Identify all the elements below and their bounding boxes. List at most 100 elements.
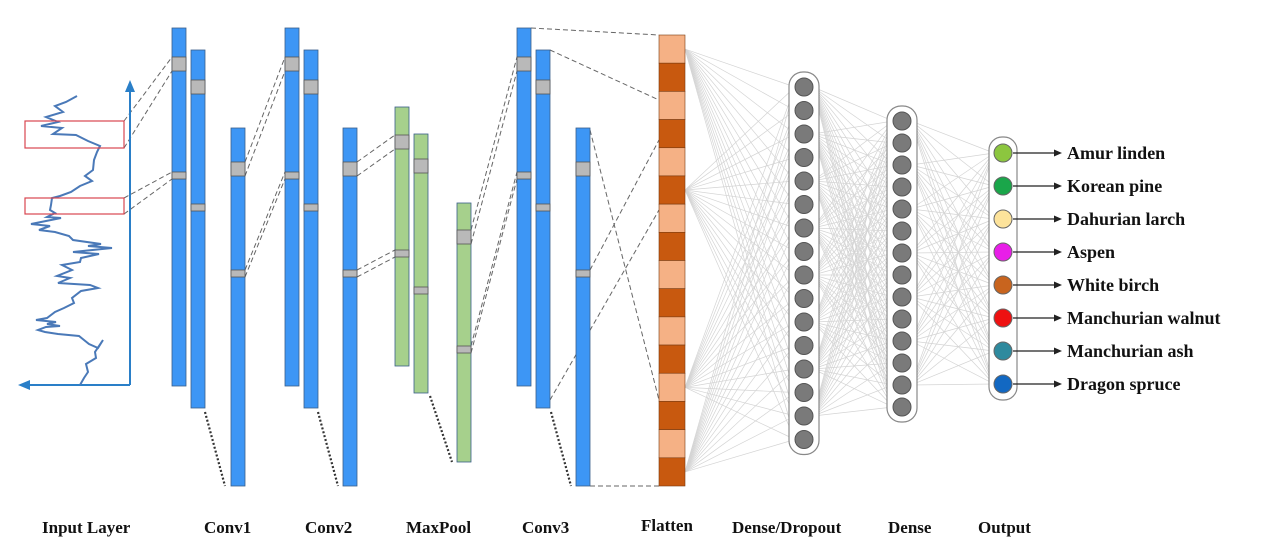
- kernel-patch: [456, 345, 472, 354]
- flatten-layer: [658, 34, 686, 487]
- kernel-patch: [535, 203, 551, 212]
- connection-line: [812, 86, 894, 122]
- dashed-connector: [316, 411, 340, 487]
- dense-dropout-neuron: [794, 77, 814, 97]
- input-signal-curve: [30, 95, 113, 386]
- output-class: Manchurian ash: [993, 341, 1194, 361]
- dense-neuron: [892, 199, 912, 219]
- label-dense: Dense: [888, 518, 932, 537]
- connection-line: [812, 227, 894, 276]
- connection-line: [910, 218, 995, 386]
- output-neuron: [993, 242, 1013, 262]
- connection-line: [684, 274, 796, 388]
- connection-line: [812, 133, 894, 364]
- connection-line: [910, 152, 995, 166]
- dense-dropout-neuron: [794, 195, 814, 214]
- connection-line: [684, 321, 796, 388]
- conv3-map-1: [516, 27, 532, 387]
- flatten-cell: [658, 203, 686, 233]
- connection-line: [812, 340, 894, 417]
- connection-line: [812, 318, 894, 417]
- connection-line: [812, 252, 894, 370]
- connection-line: [812, 164, 894, 182]
- connection-line: [684, 157, 796, 191]
- dense-dropout-neuron: [794, 101, 814, 120]
- connection-line: [812, 318, 894, 323]
- output-class: White birch: [993, 275, 1159, 295]
- connection-line: [812, 274, 894, 370]
- connection-line: [812, 142, 894, 182]
- connection-line: [684, 110, 796, 473]
- dense-dropout-neuron: [794, 406, 814, 426]
- connection-line: [684, 204, 796, 388]
- output-neuron: [993, 374, 1013, 394]
- connection-line: [812, 133, 894, 254]
- feature-map-bar: [413, 133, 429, 394]
- dense-neuron: [892, 221, 912, 241]
- flatten-cell: [658, 91, 686, 120]
- connection-line: [910, 251, 995, 342]
- connection-line: [812, 227, 894, 364]
- flatten-cell: [658, 429, 686, 459]
- connection-line: [910, 296, 995, 385]
- output-neuron: [993, 143, 1013, 163]
- conv2-map-3: [342, 127, 358, 487]
- connection-line: [812, 120, 894, 229]
- output-label: Amur linden: [1067, 143, 1165, 163]
- connection-line: [812, 384, 894, 417]
- conv1-map-1: [171, 27, 187, 387]
- connection-line: [812, 133, 894, 408]
- connection-line: [812, 133, 894, 342]
- connection-line: [812, 230, 894, 370]
- connection-line: [812, 227, 894, 298]
- output-class: Korean pine: [993, 176, 1162, 196]
- dense-dropout-neuron: [794, 124, 814, 144]
- connection-line: [910, 152, 995, 254]
- connection-line: [684, 133, 796, 191]
- kernel-patch: [516, 56, 532, 72]
- connection-line: [910, 251, 995, 254]
- connection-line: [812, 227, 894, 232]
- feature-map-bar: [230, 127, 246, 487]
- connection-line: [684, 180, 796, 191]
- feature-map-bar: [394, 106, 410, 367]
- arrow-icon: [1054, 380, 1062, 388]
- kernel-patch: [284, 171, 300, 180]
- connection-line: [910, 185, 995, 210]
- dashed-connector: [123, 178, 173, 215]
- dashed-connector: [549, 411, 573, 487]
- conv1-map-3: [230, 127, 246, 487]
- connection-line: [812, 180, 894, 188]
- connection-line: [812, 296, 894, 417]
- connection-line: [812, 252, 894, 276]
- connection-line: [910, 218, 995, 298]
- connection-line: [910, 208, 995, 253]
- connection-line: [812, 180, 894, 298]
- connection-line: [910, 284, 995, 342]
- output-class: Manchurian walnut: [993, 308, 1221, 328]
- connection-line: [910, 164, 995, 220]
- connection-line: [684, 86, 796, 473]
- connection-line: [812, 180, 894, 232]
- connection-line: [812, 230, 894, 276]
- connection-line: [812, 227, 894, 254]
- connection-line: [684, 48, 796, 88]
- output-label: Dragon spruce: [1067, 374, 1181, 394]
- feature-map-bar: [516, 27, 532, 387]
- connection-line: [684, 227, 796, 388]
- connection-line: [910, 340, 995, 352]
- connection-line: [910, 350, 995, 386]
- kernel-patch: [303, 203, 319, 212]
- connection-line: [684, 189, 796, 323]
- connection-line: [684, 439, 796, 473]
- connection-line: [910, 296, 995, 319]
- arrow-icon: [1054, 347, 1062, 355]
- dense-dropout-container: [788, 71, 820, 456]
- output-class: Dahurian larch: [993, 209, 1185, 229]
- connection-line: [684, 180, 796, 388]
- connection-line: [812, 296, 894, 323]
- connection-line: [812, 133, 894, 210]
- connection-line: [812, 227, 894, 342]
- kernel-patch: [342, 269, 358, 278]
